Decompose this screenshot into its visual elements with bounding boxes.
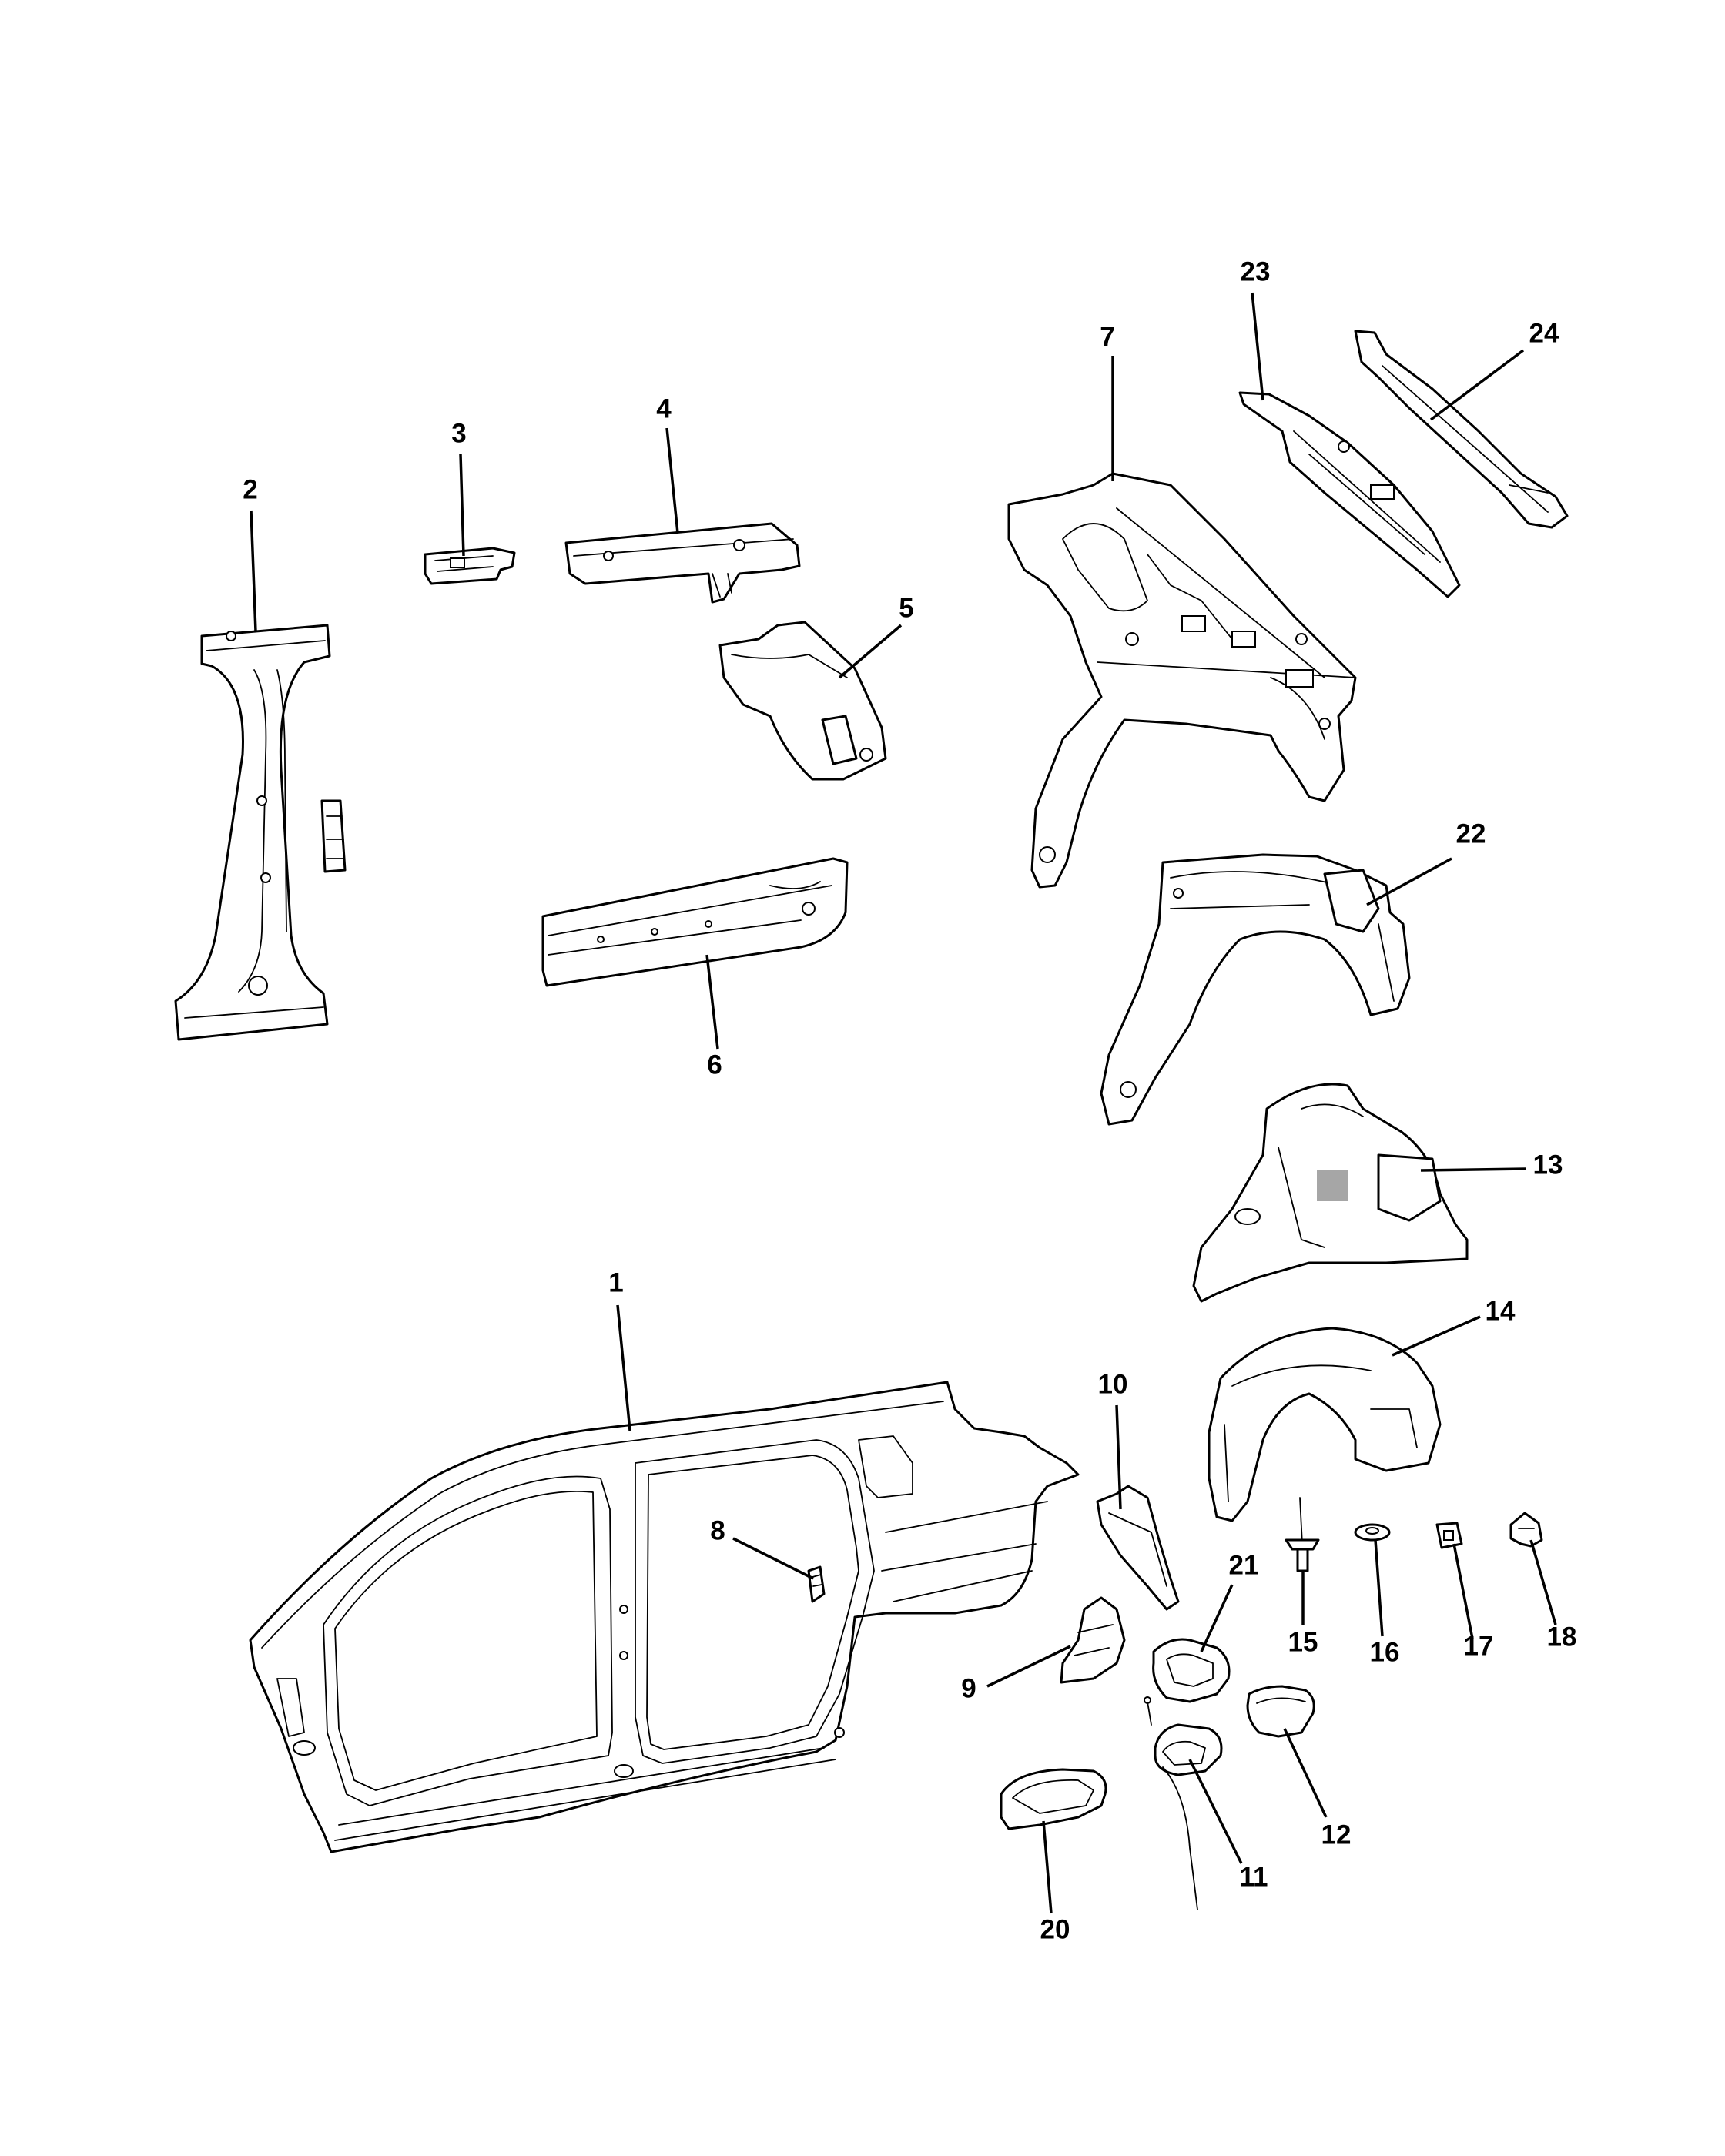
- callout-6: 6: [707, 1050, 722, 1080]
- part-20-pocket: [1000, 1768, 1107, 1830]
- callout-16: 16: [1370, 1637, 1400, 1667]
- part-11-fuel-filler-housing: [1144, 1696, 1223, 1910]
- leader-24: [1429, 349, 1525, 421]
- leader-13: [1420, 1167, 1527, 1172]
- callout-12: 12: [1321, 1820, 1352, 1850]
- callout-22: 22: [1456, 819, 1486, 849]
- leader-6: [705, 954, 719, 1050]
- part-7-inner-quarter-panel: [1007, 472, 1357, 889]
- part-22-wheelhouse-outer: [1100, 853, 1411, 1126]
- callout-8: 8: [710, 1515, 725, 1545]
- callout-24: 24: [1529, 318, 1559, 348]
- callout-21: 21: [1229, 1550, 1259, 1580]
- leader-lines: [250, 292, 1557, 1914]
- leader-11: [1188, 1759, 1243, 1864]
- callout-15: 15: [1288, 1627, 1318, 1657]
- leader-23: [1251, 292, 1264, 401]
- leader-14: [1392, 1315, 1481, 1357]
- part-21-fuel-housing-gasket: [1152, 1638, 1231, 1703]
- part-23-upper-rail: [1238, 391, 1461, 598]
- callout-2: 2: [243, 474, 257, 504]
- part-10-lamp-pocket: [1096, 1485, 1180, 1611]
- leader-16: [1374, 1539, 1384, 1637]
- part-3-bracket: [424, 547, 516, 585]
- part-16-grommet: [1354, 1523, 1391, 1542]
- part-15-push-pin: [1285, 1497, 1320, 1572]
- leader-17: [1452, 1543, 1474, 1639]
- part-13-wheelhouse-inner: [1192, 1083, 1469, 1303]
- leader-3: [459, 454, 465, 557]
- leader-20: [1042, 1820, 1053, 1914]
- callout-20: 20: [1040, 1914, 1070, 1944]
- part-5-inner-bracket: [718, 621, 887, 781]
- leader-5: [838, 624, 903, 679]
- part-14-wheelhouse-liner: [1208, 1327, 1442, 1522]
- callout-13: 13: [1533, 1150, 1563, 1180]
- leader-22: [1366, 857, 1452, 906]
- callout-18: 18: [1547, 1622, 1577, 1652]
- leader-10: [1115, 1404, 1122, 1510]
- callout-17: 17: [1464, 1631, 1494, 1661]
- callout-3: 3: [451, 418, 466, 448]
- part-8-clip: [807, 1565, 826, 1603]
- leader-1: [616, 1304, 631, 1431]
- part-1-body-side-aperture: [249, 1381, 1080, 1853]
- callout-1: 1: [608, 1267, 623, 1297]
- leader-21: [1200, 1584, 1234, 1652]
- leader-18: [1529, 1539, 1557, 1625]
- callout-4: 4: [656, 393, 672, 424]
- callout-5: 5: [899, 593, 913, 623]
- leader-2: [250, 510, 257, 632]
- part-17-nut: [1435, 1522, 1463, 1549]
- part-12-fuel-door: [1246, 1685, 1315, 1738]
- callout-7: 7: [1100, 322, 1114, 352]
- part-2-b-pillar: [174, 624, 347, 1041]
- part-9-small-bracket: [1060, 1596, 1126, 1684]
- callout-23: 23: [1241, 256, 1271, 286]
- callout-11: 11: [1240, 1862, 1268, 1892]
- part-6-sill-reinforcement: [541, 857, 849, 987]
- leader-9: [986, 1645, 1071, 1688]
- leader-12: [1283, 1728, 1328, 1818]
- callout-9: 9: [961, 1673, 976, 1703]
- leader-4: [665, 427, 679, 534]
- callout-labels: 1 2 3 4 5 6 7 8 9 10 11 12 13 14 15 16 1…: [243, 256, 1576, 1944]
- callout-10: 10: [1098, 1369, 1128, 1399]
- part-18-clip: [1509, 1512, 1543, 1548]
- callout-14: 14: [1486, 1296, 1516, 1326]
- part-4-rail-reinforcement: [564, 522, 801, 604]
- leader-8: [732, 1537, 814, 1580]
- part-24-upper-rail-outer: [1354, 330, 1569, 529]
